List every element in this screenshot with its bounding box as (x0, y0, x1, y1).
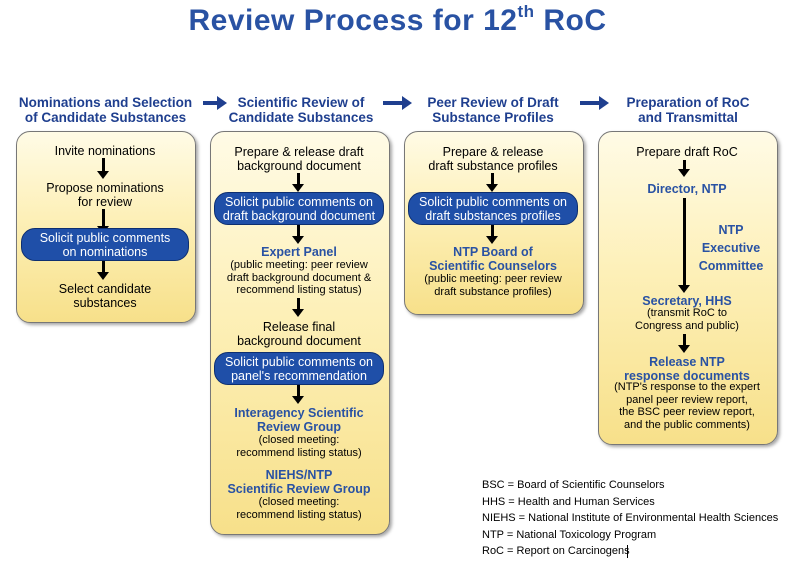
interagency-review-description: (closed meeting:recommend listing status… (236, 434, 362, 459)
niehs-ntp-review-description: (closed meeting:recommend listing status… (236, 496, 362, 521)
prepare-draft-roc-step: Prepare draft RoC (636, 145, 738, 159)
arrow-right-icon (580, 96, 609, 110)
ntp-executive-committee: NTP Executive Committee (698, 223, 764, 273)
arrow-down-icon (97, 261, 109, 280)
legend-ntp: NTP = National Toxicology Program (482, 529, 657, 541)
expert-panel-title: Expert Panel (261, 245, 337, 259)
arrow-down-icon (678, 160, 690, 177)
legend-bsc: BSC = Board of Scientific Counselors (482, 479, 665, 491)
secretary-hhs: Secretary, HHS (642, 294, 732, 308)
arrow-down-icon (292, 173, 304, 192)
arrow-right-icon (383, 96, 412, 110)
legend-hhs: HHS = Health and Human Services (482, 496, 655, 508)
legend-roc: RoC = Report on Carcinogens (482, 545, 630, 557)
text-cursor (627, 545, 628, 558)
director-ntp: Director, NTP (647, 182, 727, 196)
arrow-down-icon (678, 198, 690, 293)
arrow-down-icon (486, 173, 498, 192)
arrow-down-icon (292, 225, 304, 244)
arrow-down-icon (678, 334, 690, 353)
arrow-down-icon (97, 209, 109, 234)
arrow-right-icon (203, 96, 227, 110)
legend-niehs: NIEHS = National Institute of Environmen… (482, 512, 779, 524)
arrow-down-icon (486, 225, 498, 244)
invite-nominations-step: Invite nominations (54, 144, 156, 158)
arrow-down-icon (97, 158, 109, 179)
arrow-down-icon (292, 385, 304, 404)
page-title: Review Process for 12th RoC (188, 2, 607, 37)
arrow-down-icon (292, 298, 304, 317)
